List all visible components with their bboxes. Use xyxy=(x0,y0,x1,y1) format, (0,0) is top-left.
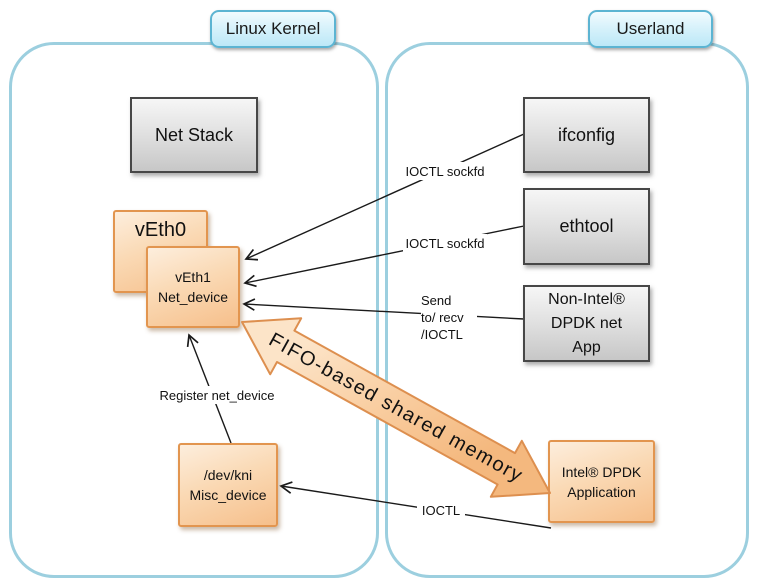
net-stack-label: Net Stack xyxy=(154,124,234,145)
dev-kni-label-line1: /dev/kni xyxy=(203,467,253,483)
box-intel-dpdk-application: Intel® DPDK Application xyxy=(548,440,655,523)
label-send-recv-ioctl: Send to/ recv /IOCTL xyxy=(421,292,477,344)
label-ioctl-sockfd-ifconfig: IOCTL sockfd xyxy=(403,162,487,180)
label-register-net-device: Register net_device xyxy=(154,386,280,404)
label-ioctl-sockfd-ethtool: IOCTL sockfd xyxy=(403,234,487,252)
intel-app-label-line1: Intel® DPDK xyxy=(561,463,642,480)
label-ioctl: IOCTL xyxy=(417,501,465,519)
send-recv-line2: to/ recv xyxy=(421,310,464,325)
box-non-intel-dpdk-net-app: Non-Intel® DPDK net App xyxy=(523,285,650,362)
ifconfig-label: ifconfig xyxy=(557,124,616,145)
linux-kernel-tag-label: Linux Kernel xyxy=(225,19,321,38)
dev-kni-label-line2: Misc_device xyxy=(189,487,267,503)
box-dev-kni-misc-device: /dev/kni Misc_device xyxy=(178,443,278,527)
send-recv-line1: Send xyxy=(421,293,452,308)
userland-tag-label: Userland xyxy=(616,19,685,38)
non-intel-label-line3: App xyxy=(572,338,601,356)
box-ifconfig: ifconfig xyxy=(523,97,650,173)
userland-tag: Userland xyxy=(588,10,713,48)
intel-app-label-line2: Application xyxy=(567,483,636,500)
box-ethtool: ethtool xyxy=(523,188,650,265)
box-net-stack: Net Stack xyxy=(130,97,258,173)
veth1-label-line1: vEth1 xyxy=(175,269,211,285)
non-intel-label-line1: Non-Intel® xyxy=(548,290,625,308)
veth1-label-line2: Net_device xyxy=(157,289,229,305)
send-recv-line3: /IOCTL xyxy=(421,327,463,342)
box-veth1-net-device: vEth1 Net_device xyxy=(146,246,240,328)
non-intel-label-line2: DPDK net xyxy=(550,314,623,332)
ethtool-label: ethtool xyxy=(559,216,614,236)
linux-kernel-tag: Linux Kernel xyxy=(210,10,336,48)
veth0-label: vEth0 xyxy=(134,219,187,241)
